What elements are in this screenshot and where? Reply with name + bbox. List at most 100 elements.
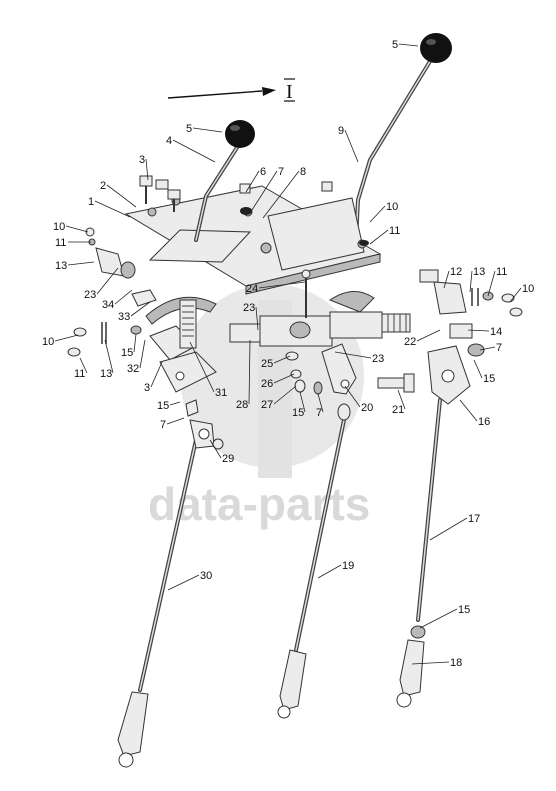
- leader-line: [248, 339, 251, 405]
- leader-line: [334, 351, 372, 359]
- direction-arrow: I: [167, 78, 295, 103]
- callout-c4: 4: [166, 135, 216, 163]
- leader-line: [411, 661, 450, 665]
- leader-line: [104, 339, 114, 374]
- callout-c7a: 7: [251, 166, 284, 211]
- callout-c11d: 11: [74, 357, 88, 380]
- leader-line: [189, 341, 215, 393]
- callout-c22: 22: [404, 329, 441, 348]
- callout-c15c: 15: [292, 391, 306, 419]
- callout-number: 23: [372, 353, 384, 365]
- callout-c3a: 3: [139, 154, 149, 181]
- leader-line: [459, 399, 478, 422]
- callout-c21: 21: [392, 389, 406, 416]
- callout-c32: 32: [127, 339, 146, 375]
- callout-c2: 2: [100, 180, 137, 208]
- callout-c10b: 10: [53, 221, 89, 233]
- callout-number: 7: [496, 342, 502, 354]
- callout-c15b: 15: [473, 359, 495, 385]
- leader-line: [469, 270, 473, 293]
- callout-number: 33: [118, 311, 130, 323]
- callout-number: 4: [166, 135, 172, 147]
- callout-number: 6: [260, 166, 266, 178]
- callout-number: 15: [292, 407, 304, 419]
- callout-c18: 18: [411, 657, 462, 669]
- callout-c26: 26: [261, 373, 295, 390]
- leader-line: [67, 261, 95, 266]
- callout-c13b: 13: [469, 266, 485, 293]
- leader-line: [54, 334, 79, 342]
- center-shaft-assembly: [229, 269, 415, 395]
- callout-c10a: 10: [369, 201, 398, 223]
- leader-line: [209, 439, 222, 459]
- leader-line: [443, 270, 450, 289]
- callout-number: 10: [53, 221, 65, 233]
- leader-line: [344, 129, 359, 163]
- leader-line: [245, 170, 260, 193]
- callout-number: 10: [522, 283, 534, 295]
- callout-number: 27: [261, 399, 273, 411]
- callout-c7b: 7: [479, 342, 502, 354]
- callout-c23b: 23: [243, 302, 259, 331]
- callout-number: 11: [74, 368, 85, 380]
- leader-line: [139, 339, 146, 369]
- callout-c15d: 15: [157, 400, 181, 412]
- callout-number: 3: [144, 382, 150, 394]
- callout-number: 25: [261, 358, 273, 370]
- gear-lever-9: [354, 33, 452, 242]
- leader-line: [273, 355, 291, 364]
- callout-number: 32: [127, 363, 139, 375]
- callout-c10d: 10: [42, 334, 79, 348]
- callout-number: 34: [102, 299, 114, 311]
- leader-line: [317, 393, 324, 413]
- left-small-parts: [67, 322, 142, 357]
- callout-c12: 12: [443, 266, 462, 289]
- callout-c13a: 13: [55, 260, 95, 272]
- leader-line: [344, 385, 361, 408]
- direction-label: I: [286, 81, 293, 103]
- leader-line: [167, 574, 200, 591]
- base-plate: [124, 185, 382, 295]
- leader-line: [369, 229, 389, 245]
- callout-c7d: 7: [160, 417, 185, 431]
- callout-c5b: 5: [186, 123, 223, 135]
- callout-c8: 8: [262, 166, 306, 219]
- callout-number: 21: [392, 404, 404, 416]
- callout-c33: 33: [118, 301, 151, 323]
- leader-line: [65, 225, 89, 233]
- callout-c13c: 13: [100, 339, 114, 380]
- callout-number: 17: [468, 513, 480, 525]
- callout-c16: 16: [459, 399, 490, 428]
- callout-c19: 19: [317, 560, 354, 579]
- callout-number: 13: [473, 266, 485, 278]
- callout-number: 28: [236, 399, 248, 411]
- leader-line: [397, 389, 406, 410]
- callout-number: 15: [157, 400, 169, 412]
- leader-line: [273, 385, 297, 405]
- leader-line: [262, 170, 300, 219]
- leader-line: [114, 289, 133, 305]
- leader-line: [94, 200, 131, 218]
- leader-line: [96, 267, 119, 295]
- leader-line: [398, 43, 419, 47]
- rod-19: [277, 403, 351, 719]
- callout-c11b: 11: [55, 237, 91, 249]
- callout-c3b: 3: [144, 361, 163, 394]
- callout-number: 30: [200, 570, 212, 582]
- leader-line: [416, 329, 441, 342]
- callout-number: 5: [392, 39, 398, 51]
- callout-number: 29: [222, 453, 234, 465]
- leader-line: [192, 127, 223, 133]
- leader-line: [317, 564, 342, 579]
- callout-c1: 1: [88, 196, 131, 218]
- callout-number: 11: [389, 225, 400, 237]
- callout-c29: 29: [209, 439, 234, 465]
- leader-line: [145, 158, 149, 181]
- callout-c28: 28: [236, 339, 251, 411]
- leader-line: [172, 139, 216, 163]
- callout-c15e: 15: [419, 604, 470, 629]
- callout-number: 13: [100, 368, 112, 380]
- knob-icon: [420, 33, 452, 63]
